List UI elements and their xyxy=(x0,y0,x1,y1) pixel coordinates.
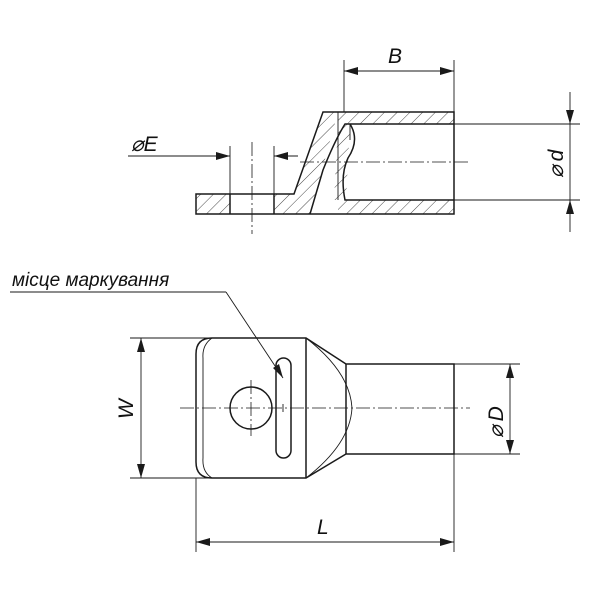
dimension-L: L xyxy=(195,454,455,552)
plate-section-left xyxy=(196,194,230,214)
marking-callout: місце маркування xyxy=(10,270,284,379)
label-E: ⌀E xyxy=(131,133,159,156)
dimension-W: W xyxy=(115,337,212,479)
dimension-B: B xyxy=(343,45,455,112)
label-L: L xyxy=(317,516,329,539)
top-outline xyxy=(195,337,455,479)
label-d: ⌀d xyxy=(545,148,568,178)
label-B: B xyxy=(388,45,402,68)
side-section-view xyxy=(195,111,470,234)
plate-section-right xyxy=(274,194,294,214)
marking-label: місце маркування xyxy=(12,270,169,291)
dimension-E: ⌀E xyxy=(128,133,298,194)
side-outline xyxy=(195,111,455,215)
dimension-d: ⌀d xyxy=(454,92,580,232)
barrel-wall-top xyxy=(338,112,454,124)
label-D: ⌀D xyxy=(485,406,508,438)
dimension-D: ⌀D xyxy=(454,363,520,455)
top-view xyxy=(180,337,470,479)
label-W: W xyxy=(115,397,138,419)
barrel-wall-bottom xyxy=(338,200,454,214)
transition-section xyxy=(294,112,338,214)
